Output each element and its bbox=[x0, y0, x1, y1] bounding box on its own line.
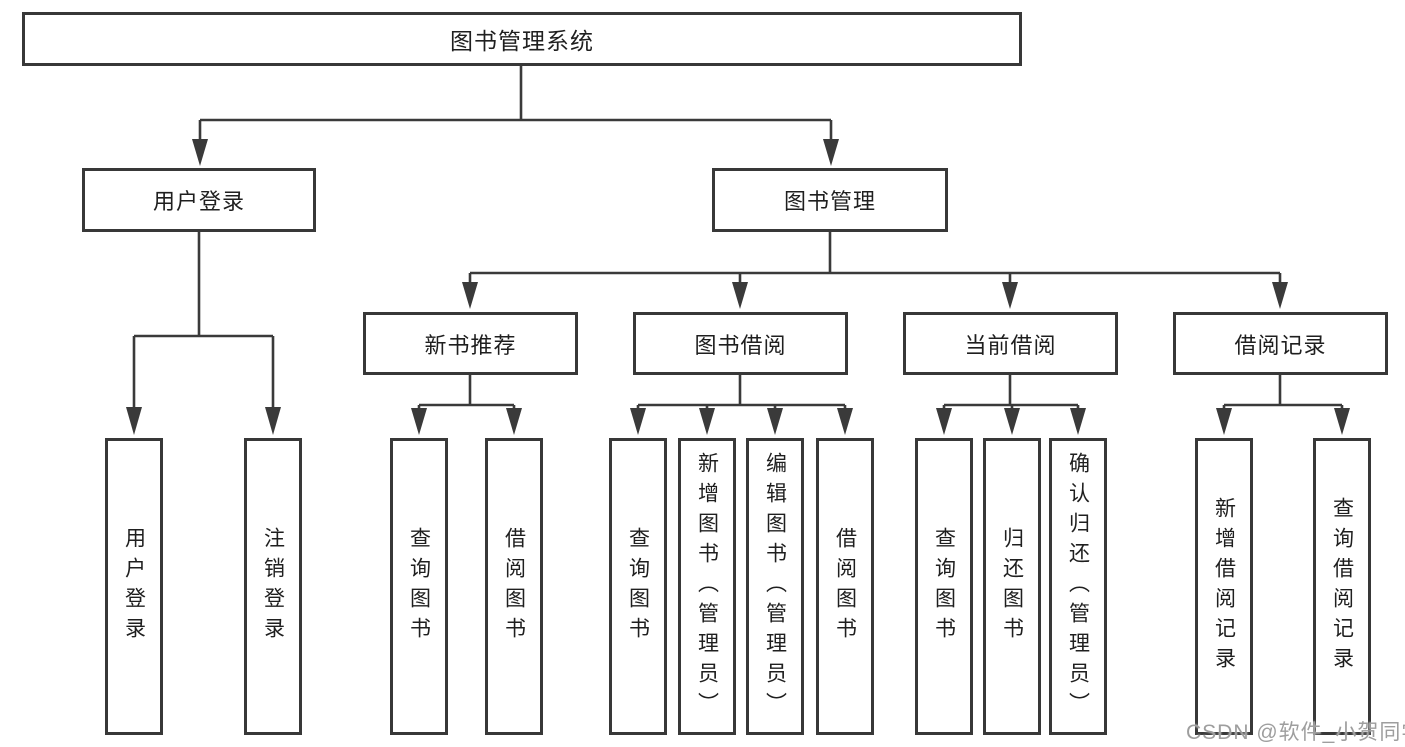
connector-records-to-children bbox=[1216, 375, 1350, 435]
node-current-borrow: 当前借阅 bbox=[903, 312, 1118, 375]
node-leaf-add-borrow-record: 新增借阅记录 bbox=[1195, 438, 1253, 735]
connector-borrow-to-children bbox=[630, 375, 853, 435]
connector-recommend-to-children bbox=[411, 375, 522, 435]
node-leaf-add-books-admin: 新增图书（管理员） bbox=[678, 438, 736, 735]
node-book-management: 图书管理 bbox=[712, 168, 948, 232]
node-leaf-borrow-books: 借阅图书 bbox=[816, 438, 874, 735]
node-leaf-query-books-recommend: 查询图书 bbox=[390, 438, 448, 735]
node-book-borrow: 图书借阅 bbox=[633, 312, 848, 375]
node-leaf-query-borrow-record: 查询借阅记录 bbox=[1313, 438, 1371, 735]
connector-root-to-level2 bbox=[192, 66, 839, 166]
node-leaf-edit-books-admin: 编辑图书（管理员） bbox=[746, 438, 804, 735]
csdn-watermark: CSDN @软件_小贺同学 bbox=[1186, 721, 1405, 744]
node-leaf-return-books: 归还图书 bbox=[983, 438, 1041, 735]
node-root-system: 图书管理系统 bbox=[22, 12, 1022, 66]
node-leaf-confirm-return-admin: 确认归还（管理员） bbox=[1049, 438, 1107, 735]
connector-management-to-level3 bbox=[462, 232, 1288, 309]
node-leaf-user-login: 用户登录 bbox=[105, 438, 163, 735]
node-leaf-logout: 注销登录 bbox=[244, 438, 302, 735]
connector-login-to-children bbox=[126, 232, 281, 435]
node-leaf-borrow-books-recommend: 借阅图书 bbox=[485, 438, 543, 735]
node-borrow-records: 借阅记录 bbox=[1173, 312, 1388, 375]
node-new-book-recommend: 新书推荐 bbox=[363, 312, 578, 375]
node-leaf-query-books-borrow: 查询图书 bbox=[609, 438, 667, 735]
node-leaf-query-books-current: 查询图书 bbox=[915, 438, 973, 735]
node-user-login: 用户登录 bbox=[82, 168, 316, 232]
connector-current-to-children bbox=[936, 375, 1086, 435]
